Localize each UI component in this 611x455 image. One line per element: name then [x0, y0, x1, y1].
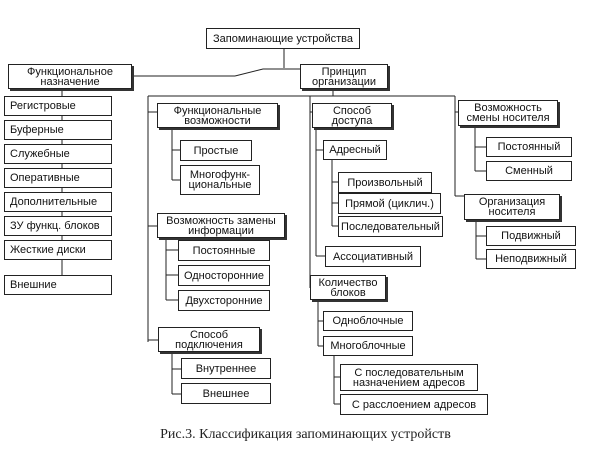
address-random: Произвольный	[338, 172, 432, 193]
functional-item-7: Жесткие диски	[4, 240, 112, 260]
multi-sequential-addressing: С последовательным назначением адресов	[340, 364, 478, 391]
blocks-single: Одноблочные	[323, 311, 413, 331]
functional-item-5: Дополнительные	[4, 192, 112, 212]
functional-item-2: Буферные	[4, 120, 112, 140]
carrier-removable: Сменный	[486, 161, 572, 181]
connection-method-node: Способ подключения	[158, 327, 260, 352]
capability-simple: Простые	[180, 140, 252, 161]
functional-item-6: ЗУ функц. блоков	[4, 216, 112, 236]
block-count-node: Количество блоков	[310, 275, 386, 300]
blocks-multi: Многоблочные	[323, 336, 413, 356]
carrier-change-node: Возможность смены носителя	[458, 100, 558, 126]
functional-purpose-node: Функциональное назначение	[8, 64, 132, 89]
figure-caption: Рис.3. Классификация запоминающих устрой…	[160, 427, 451, 442]
functional-item-1: Регистровые	[4, 96, 112, 116]
functional-item-4: Оперативные	[4, 168, 112, 188]
functional-capabilities-node: Функциональные возможности	[157, 103, 278, 128]
carrier-fixed: Неподвижный	[486, 249, 576, 269]
info-replacement-node: Возможность замены информации	[157, 213, 285, 238]
address-direct-cyclic: Прямой (циклич.)	[338, 193, 441, 214]
replacement-one-way: Односторонние	[178, 265, 270, 286]
access-method-node: Способ доступа	[312, 103, 392, 128]
root-node: Запоминающие устройства	[206, 28, 360, 49]
connection-external: Внешнее	[181, 383, 271, 404]
address-sequential: Последовательный	[338, 216, 443, 237]
carrier-permanent: Постоянный	[486, 137, 572, 157]
replacement-permanent: Постоянные	[178, 240, 270, 261]
carrier-organization-node: Организация носителя	[464, 194, 560, 220]
connection-internal: Внутреннее	[181, 358, 271, 379]
capability-multifunctional: Многофунк-циональные	[180, 165, 260, 195]
functional-item-8: Внешние	[4, 275, 112, 295]
functional-item-3: Служебные	[4, 144, 112, 164]
access-address: Адресный	[323, 140, 387, 160]
access-associative: Ассоциативный	[325, 246, 421, 267]
organization-principle-node: Принцип организации	[300, 64, 388, 89]
carrier-movable: Подвижный	[486, 226, 576, 246]
replacement-two-way: Двухсторонние	[178, 290, 270, 311]
multi-interleaved-addressing: С расслоением адресов	[340, 394, 488, 415]
